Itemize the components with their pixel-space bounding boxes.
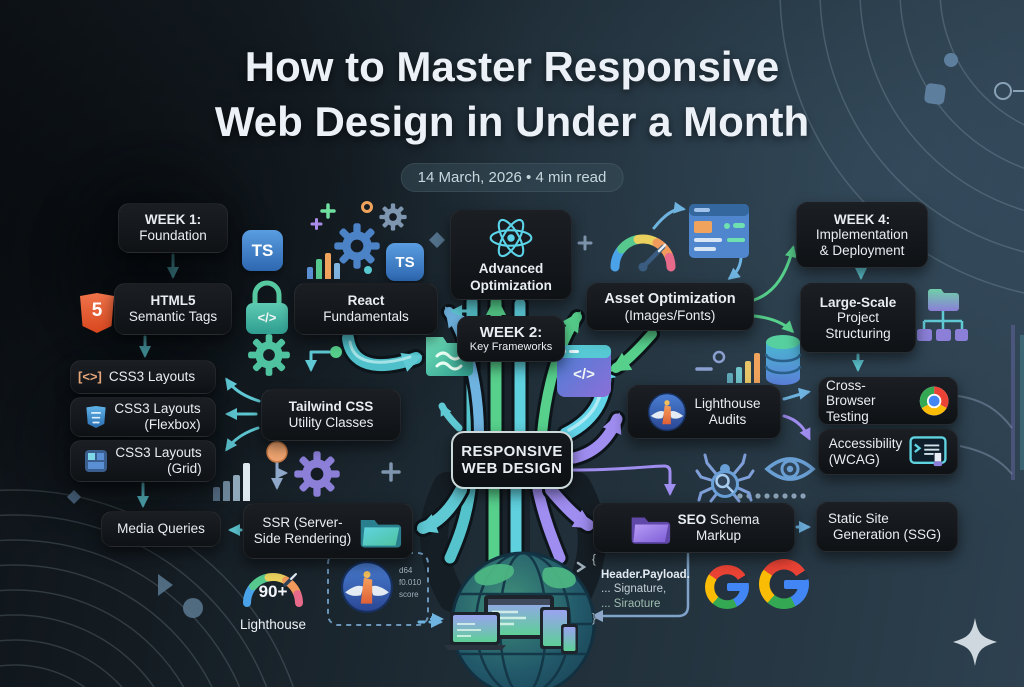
database-icon	[762, 332, 804, 388]
node-asset-optimization: Asset Optimization (Images/Fonts)	[586, 283, 754, 331]
typescript-badge-icon: TS	[242, 230, 283, 271]
page-title: How to Master Responsive Web Design in U…	[0, 40, 1024, 149]
google-logo-icon	[759, 559, 809, 609]
node-large-scale-structuring: Large-Scale Project Structuring	[800, 283, 916, 353]
node-cross-browser-testing: Cross-Browser Testing	[818, 377, 958, 425]
brackets-icon: [<>]	[78, 368, 102, 384]
eye-icon	[763, 449, 817, 489]
bar-chart-icon	[727, 349, 765, 383]
lighthouse-icon	[647, 392, 687, 432]
accessibility-terminal-icon	[909, 436, 947, 468]
grid-layout-icon	[84, 449, 108, 473]
globe-devices-illustration	[444, 551, 596, 687]
title-line2: Web Design in Under a Month	[214, 97, 810, 145]
node-html5-semantic-tags: HTML5 Semantic Tags	[114, 283, 232, 335]
html5-shield-icon: 5	[78, 291, 116, 335]
node-week2-key-frameworks: WEEK 2: Key Frameworks	[457, 316, 565, 362]
jwt-code-snippet: { Header.Payload. ... Signature, ... Sir…	[592, 554, 690, 625]
lighthouse-score-value: 90+	[258, 582, 288, 601]
lighthouse-score-label: Lighthouse	[239, 617, 307, 632]
bar-chart-icon	[213, 459, 257, 501]
browser-window-icon	[687, 202, 751, 262]
orange-node-dot	[266, 441, 288, 463]
node-advanced-optimization: Advanced Optimization	[450, 210, 572, 300]
node-css3-layouts: [<>] CSS3 Layouts	[70, 360, 216, 394]
node-static-site-generation: Static Site Generation (SSG)	[816, 502, 958, 552]
node-responsive-web-design: RESPONSIVE WEB DESIGN	[451, 431, 573, 489]
lighthouse-meter-icon	[340, 560, 394, 614]
node-css3-grid: CSS3 Layouts (Grid)	[70, 440, 216, 482]
date-read-badge: 14 March, 2026 • 4 min read	[400, 163, 624, 192]
title-line1: How to Master Responsive	[244, 43, 780, 90]
lock-code-icon: </>	[243, 279, 291, 337]
ssr-folder-icon	[358, 512, 402, 550]
node-lighthouse-audits: Lighthouse Audits	[627, 385, 781, 439]
node-css3-flexbox: CSS3 Layouts (Flexbox)	[70, 397, 216, 437]
sitemap-folders-icon	[916, 285, 968, 347]
node-ssr: SSR (Server- Side Rendering)	[243, 503, 413, 559]
sparkle-icon	[953, 618, 997, 666]
node-seo-schema-markup: SEO Schema Markup	[593, 503, 795, 553]
react-logo-icon	[484, 216, 538, 260]
node-accessibility-wcag: Accessibility (WCAG)	[818, 429, 958, 475]
gear-icon	[292, 449, 342, 499]
chrome-icon	[918, 384, 950, 418]
spider-bug-icon	[693, 445, 757, 509]
node-react-fundamentals: React Fundamentals	[294, 283, 438, 335]
lighthouse-score-gauge: 90+	[237, 555, 309, 617]
code-editor-icon: </>	[555, 343, 613, 399]
lighthouse-meter-fragments: d64 f0.010 score	[399, 566, 422, 599]
node-week4-implementation: WEEK 4: Implementation & Deployment	[796, 202, 928, 268]
orbit-items-decor	[924, 53, 1024, 105]
bar-chart-icon	[307, 249, 343, 279]
speedometer-gauge-icon	[601, 221, 685, 289]
node-media-queries: Media Queries	[101, 511, 221, 547]
node-tailwind-utility-classes: Tailwind CSS Utility Classes	[261, 389, 401, 441]
gear-icon	[246, 332, 292, 378]
google-logo-icon	[705, 565, 749, 609]
gear-icon	[378, 202, 408, 232]
typescript-badge-icon: TS	[386, 243, 424, 281]
node-week1-foundation: WEEK 1: Foundation	[118, 203, 228, 253]
devices-cluster	[444, 595, 578, 654]
seo-folder-icon	[629, 510, 671, 546]
green-node-dot	[330, 346, 342, 358]
css3-shield-icon	[85, 404, 107, 430]
